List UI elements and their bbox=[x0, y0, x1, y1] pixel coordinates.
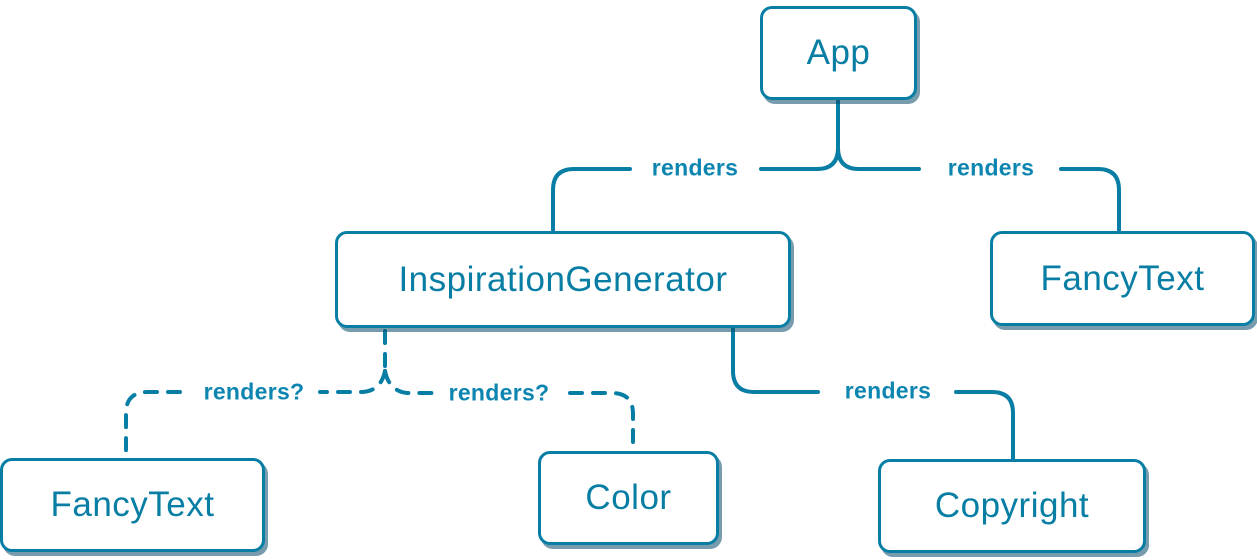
edge-app-fancytext bbox=[836, 146, 1121, 234]
node-app: App bbox=[760, 6, 917, 100]
edge-label-inspirationgenerator-fancytext: renders? bbox=[203, 378, 305, 405]
node-fancy-text-top-label: FancyText bbox=[1040, 258, 1205, 298]
node-fancy-text-bottom: FancyText bbox=[0, 458, 265, 552]
edge-label-app-fancytext: renders bbox=[947, 154, 1035, 181]
node-fancy-text-bottom-label: FancyText bbox=[50, 485, 215, 524]
node-color-label: Color bbox=[585, 478, 672, 517]
node-fancy-text-top: FancyText bbox=[990, 231, 1255, 326]
edge-label-app-inspirationgenerator: renders bbox=[651, 154, 739, 181]
node-copyright: Copyright bbox=[878, 459, 1146, 553]
node-inspiration-generator-label: InspirationGenerator bbox=[398, 259, 728, 299]
edge-inspirationgenerator-color bbox=[383, 369, 635, 452]
node-copyright-label: Copyright bbox=[934, 486, 1090, 525]
node-app-label: App bbox=[806, 33, 871, 72]
edge-label-inspirationgenerator-color: renders? bbox=[448, 379, 550, 406]
node-color: Color bbox=[538, 451, 719, 545]
node-inspiration-generator: InspirationGenerator bbox=[335, 231, 791, 328]
edge-label-inspirationgenerator-copyright: renders bbox=[844, 377, 932, 404]
edge-inspirationgenerator-copyright bbox=[731, 327, 1015, 462]
